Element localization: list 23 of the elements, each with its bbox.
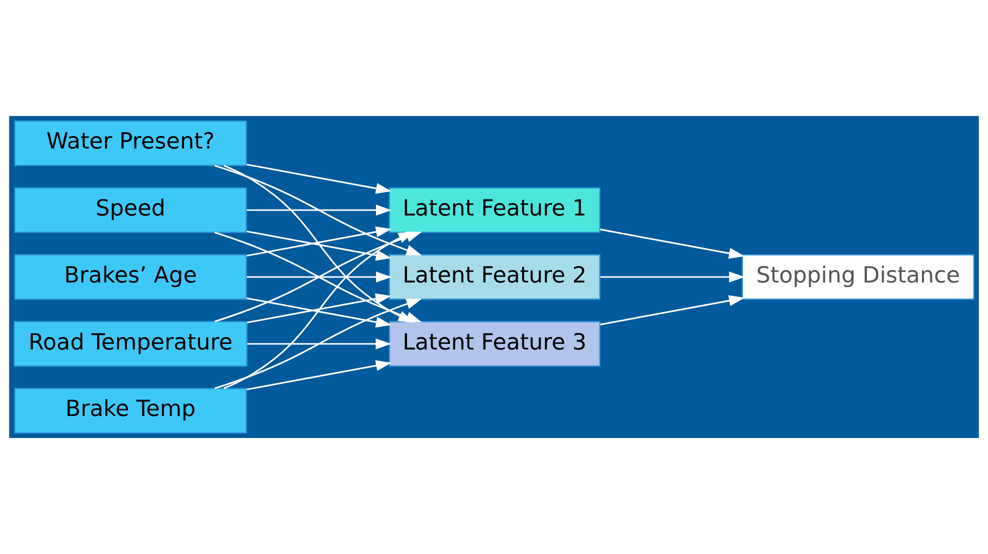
arrow [224,231,414,390]
node-box: Latent Feature 1 [388,187,600,234]
arrow [224,164,414,323]
node-box: Brake Temp [14,388,247,434]
node-box: Latent Feature 2 [388,254,600,300]
node-box: Speed [14,187,247,234]
arrow [247,293,392,324]
node-box: Water Present? [14,120,247,166]
arrow [246,360,392,390]
node-box: Brakes’ Age [14,254,247,300]
arrow [247,338,392,350]
arrow [600,228,745,259]
arrow [246,164,392,194]
arrow [246,226,392,257]
arrow [600,295,745,326]
arrow [600,272,745,282]
arrow [246,204,392,216]
arrow [246,297,392,328]
node-box: Latent Feature 3 [388,320,600,367]
arrow [246,230,392,261]
node-box: Road Temperature [13,320,248,367]
arrow [246,272,392,282]
node-box: Stopping Distance [742,254,975,300]
